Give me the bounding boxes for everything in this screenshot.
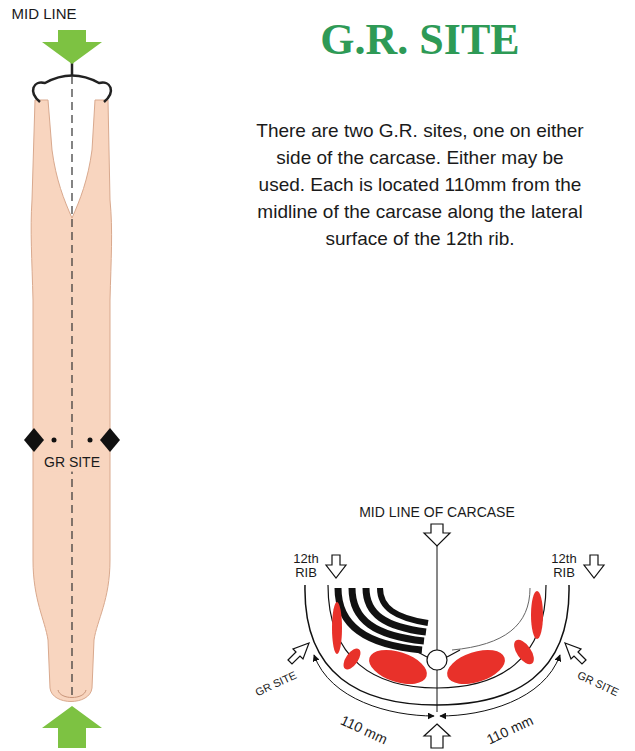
dimension-arc <box>314 655 434 716</box>
vertebra-process <box>414 650 460 657</box>
wall-muscle <box>510 637 538 668</box>
gr-site-dot <box>88 438 93 443</box>
wall-muscle <box>531 591 543 639</box>
page-title: G.R. SITE <box>320 16 519 64</box>
carcase-mid-line <box>437 546 438 712</box>
gr-site-marker <box>24 428 44 452</box>
hollow-arrow-down <box>584 555 604 578</box>
loin-muscle <box>365 643 431 690</box>
gr-site-dot <box>52 438 57 443</box>
rib-band <box>366 588 426 632</box>
wall-muscle <box>332 602 342 654</box>
dimension-arc <box>440 655 560 716</box>
gr-site-label: GR SITE <box>575 669 620 700</box>
description: There are two G.R. sites, one on either … <box>255 118 585 253</box>
green-arrow-down <box>42 30 102 64</box>
outer-skin <box>305 585 569 705</box>
hollow-arrow-down <box>424 524 450 546</box>
dimension-label: 110 mm <box>338 712 390 748</box>
wall-muscle <box>340 646 364 673</box>
hollow-arrow-gr-site <box>565 643 586 664</box>
loin-muscle <box>443 643 509 690</box>
gr-site-label: GR SITE <box>253 669 298 700</box>
mid-line-label: MID LINE OF CARCASE <box>359 504 515 521</box>
gr-site-marker <box>100 428 120 452</box>
gr-site-label: GR SITE <box>41 453 103 472</box>
hollow-arrow-up <box>424 724 450 748</box>
rib-label: 12th RIB <box>546 552 582 581</box>
rib-label: 12th RIB <box>288 552 324 581</box>
gambrel-stem <box>71 62 74 76</box>
carcase-silhouette <box>31 100 111 702</box>
fat-layer <box>328 585 546 688</box>
green-arrow-up <box>42 706 102 748</box>
hollow-arrow-gr-site <box>288 643 309 664</box>
rib-band <box>380 588 428 623</box>
mid-line-dashed <box>71 76 72 700</box>
dimension-label: 110 mm <box>484 712 536 748</box>
vertebra <box>427 650 447 670</box>
mid-line-label: MID LINE <box>11 5 76 23</box>
hollow-arrow-down <box>326 555 346 578</box>
